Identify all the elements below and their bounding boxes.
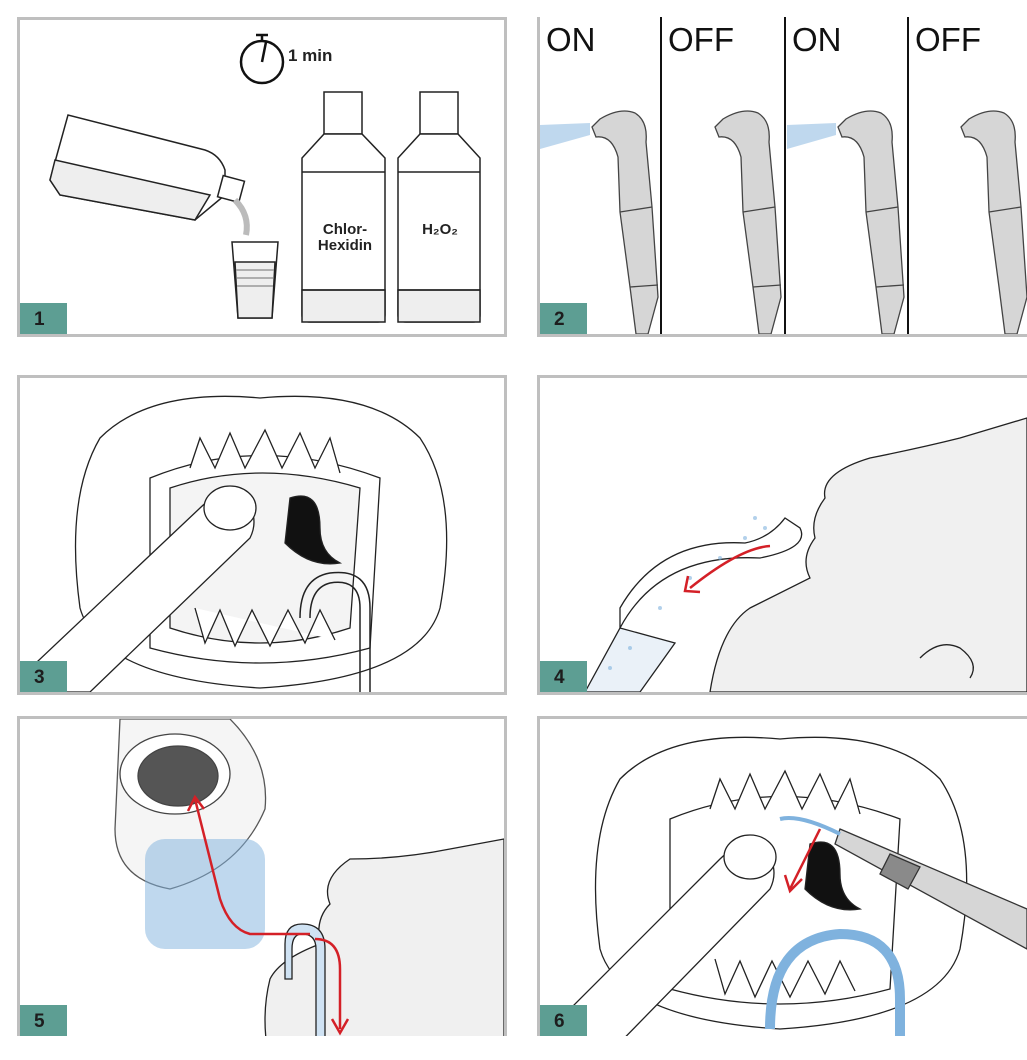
panel-4-illustration — [540, 378, 1027, 692]
h2o2-label: H₂O₂ — [405, 222, 475, 238]
stopwatch-icon — [241, 35, 283, 83]
panel-4: 4 — [537, 375, 1027, 695]
chlorhexidin-bottle — [302, 92, 385, 322]
patient-profile — [265, 839, 504, 1036]
pouring-bottle — [50, 115, 247, 235]
chlorhexidin-label: Chlor- Hexidin — [310, 222, 380, 254]
panel-number-badge: 2 — [540, 303, 587, 334]
handpiece-off-2 — [961, 111, 1027, 334]
handpiece-on-1 — [592, 111, 658, 334]
panel-3-illustration — [20, 378, 504, 692]
panel-5: 5 — [17, 716, 507, 1036]
panel-2: ON OFF ON OFF 2 — [537, 17, 1027, 337]
h2o2-bottle — [398, 92, 480, 322]
state-label-1: ON — [546, 21, 596, 59]
panel-1: 1 min Chlor- Hexidin H₂O₂ 1 — [17, 17, 507, 337]
spray-on-2 — [787, 123, 836, 149]
panel-number-badge: 3 — [20, 661, 67, 692]
panel-number-badge: 4 — [540, 661, 587, 692]
panel-6: 6 — [537, 716, 1027, 1036]
panel-6-illustration — [540, 719, 1027, 1036]
handpiece-off-1 — [715, 111, 781, 334]
panel-3: 3 — [17, 375, 507, 695]
state-label-2: OFF — [668, 21, 734, 59]
panel-5-illustration — [20, 719, 504, 1036]
state-label-3: ON — [792, 21, 842, 59]
panel-number-badge: 6 — [540, 1005, 587, 1036]
chlorhexidin-label-line1: Chlor- — [323, 221, 367, 238]
handpiece-on-2 — [838, 111, 904, 334]
state-label-4: OFF — [915, 21, 981, 59]
chlorhexidin-label-line2: Hexidin — [318, 237, 372, 254]
panel-2-illustration — [540, 17, 1027, 334]
cup — [232, 242, 278, 318]
spray-on-1 — [540, 123, 590, 149]
panel-1-illustration — [20, 20, 504, 334]
panel-number-badge: 1 — [20, 303, 67, 334]
panel-number-badge: 5 — [20, 1005, 67, 1036]
timer-label: 1 min — [288, 48, 332, 64]
